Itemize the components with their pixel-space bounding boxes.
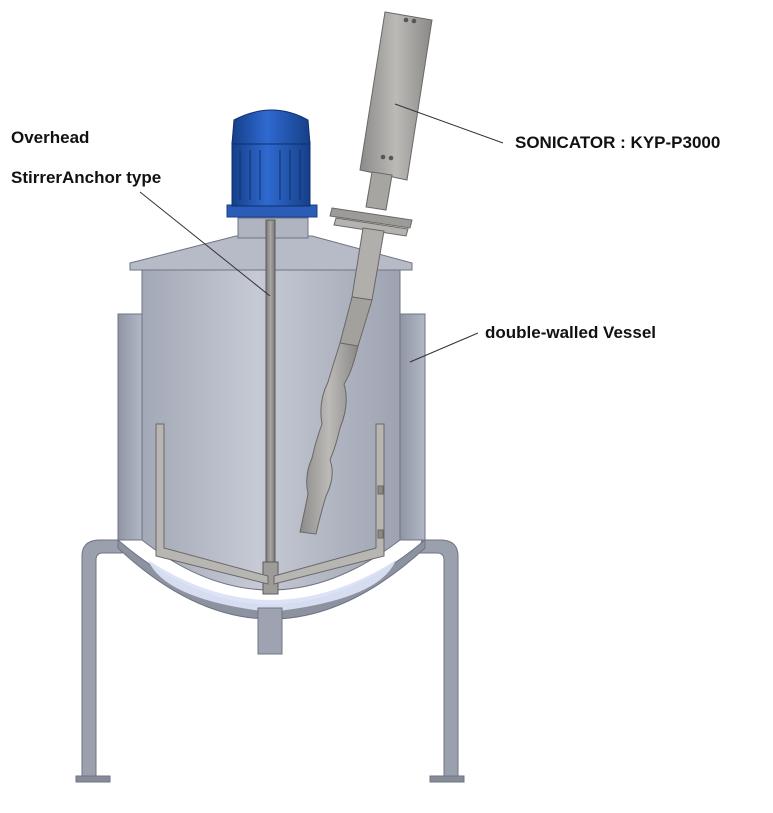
vessel-bottom-highlight xyxy=(148,560,396,612)
bottom-outlet xyxy=(257,607,283,655)
anchor-stirrer xyxy=(155,423,385,585)
label-stirrer-anchor-type: StirrerAnchor type xyxy=(11,168,161,187)
left-leg xyxy=(81,539,123,781)
ultrasonic-probe-icon xyxy=(299,11,433,535)
sonicator-leader-line xyxy=(394,103,504,144)
label-overhead: Overhead xyxy=(11,128,89,147)
vessel-leader-line xyxy=(409,332,479,363)
vessel-legs xyxy=(75,539,465,783)
motor-icon xyxy=(226,109,318,218)
label-double-walled-vessel: double-walled Vessel xyxy=(485,323,656,342)
stirrer-shaft xyxy=(265,219,276,593)
right-leg xyxy=(417,539,459,781)
left-leg-foot xyxy=(75,775,111,783)
stirrer-leader-line xyxy=(139,191,271,297)
label-sonicator: SONICATOR : KYP-P3000 xyxy=(515,133,720,152)
right-leg-foot xyxy=(429,775,465,783)
leader-lines xyxy=(139,103,504,363)
